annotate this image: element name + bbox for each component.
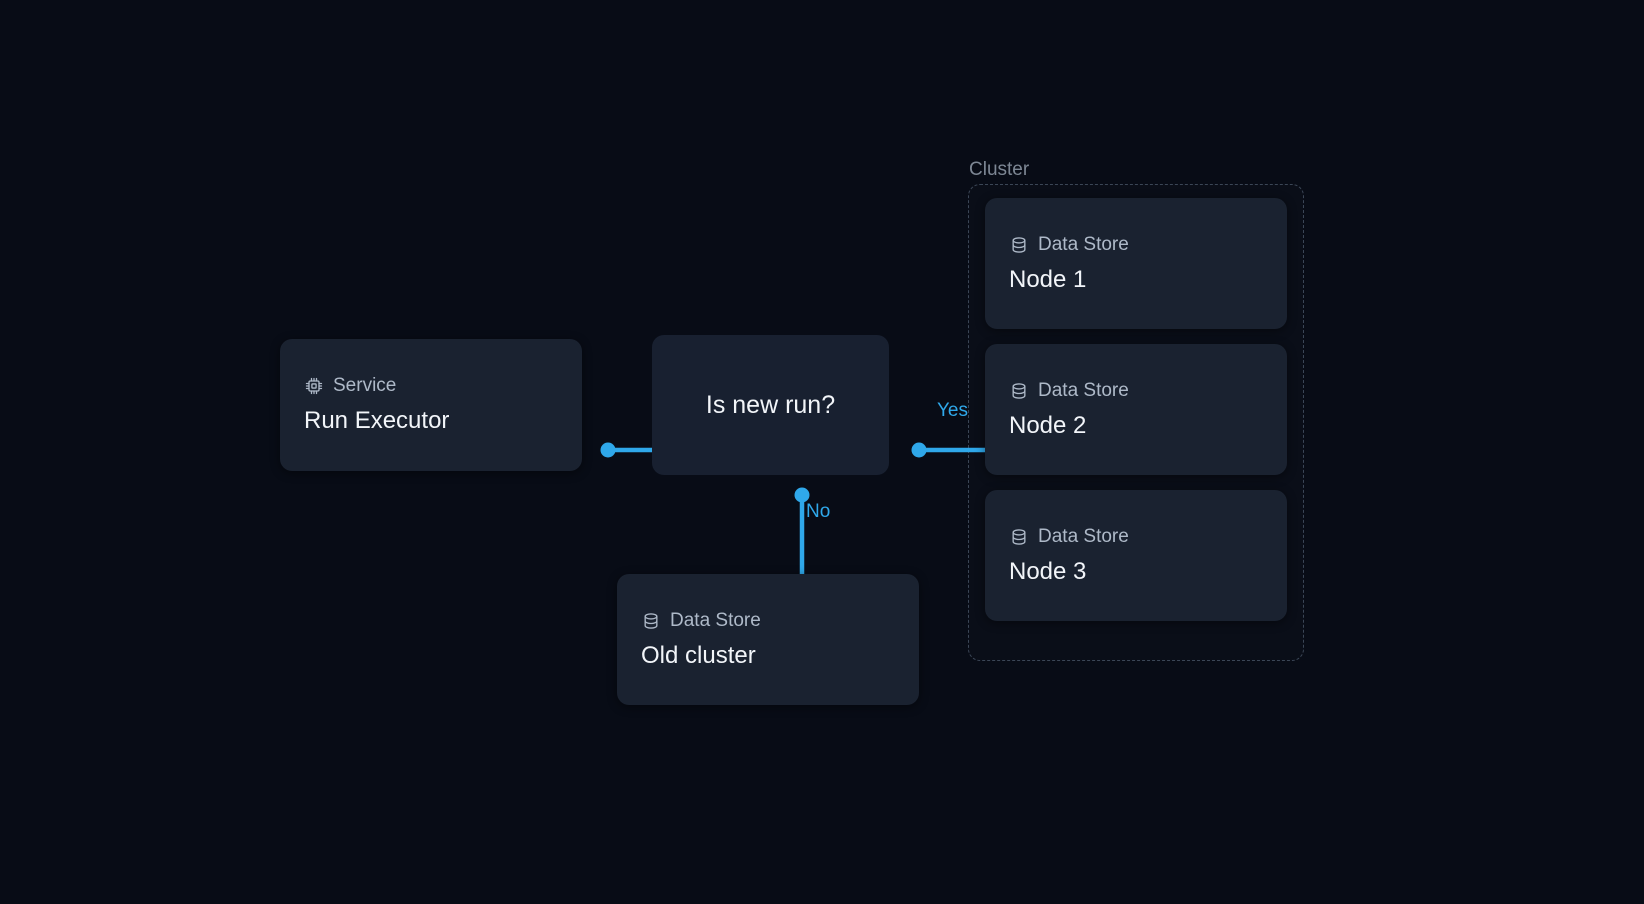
node-old-cluster[interactable]: Data Store Old cluster bbox=[617, 574, 919, 705]
cluster-group-label: Cluster bbox=[969, 159, 1030, 180]
node-kind-row: Data Store bbox=[1009, 234, 1263, 256]
node-title: Node 1 bbox=[1009, 265, 1087, 293]
cluster-group-box bbox=[968, 184, 1304, 661]
node-title: Run Executor bbox=[304, 407, 450, 434]
node-kind-row: Data Store bbox=[641, 610, 895, 632]
node-kind-row: Data Store bbox=[1009, 380, 1263, 402]
database-icon bbox=[1009, 235, 1029, 255]
node-is-new-run[interactable]: Is new run? bbox=[652, 335, 889, 475]
decision-title: Is new run? bbox=[705, 390, 836, 419]
node-node-1[interactable]: Data Store Node 1 bbox=[985, 198, 1287, 329]
database-icon bbox=[641, 611, 661, 631]
node-kind-label: Data Store bbox=[1038, 379, 1129, 401]
node-title: Node 2 bbox=[1009, 411, 1087, 439]
node-kind-label: Data Store bbox=[1038, 525, 1129, 547]
node-run-executor[interactable]: Service Run Executor bbox=[280, 339, 582, 471]
edge-label-yes: Yes bbox=[937, 400, 968, 421]
cpu-chip-icon bbox=[304, 376, 324, 396]
node-kind-row: Data Store bbox=[1009, 526, 1263, 548]
node-kind-row: Service bbox=[304, 375, 558, 397]
node-kind-label: Data Store bbox=[1038, 233, 1129, 255]
node-kind-label: Data Store bbox=[670, 609, 761, 631]
database-icon bbox=[1009, 527, 1029, 547]
node-node-2[interactable]: Data Store Node 2 bbox=[985, 344, 1287, 475]
node-node-3[interactable]: Data Store Node 3 bbox=[985, 490, 1287, 621]
node-title: Old cluster bbox=[641, 641, 756, 669]
node-title: Node 3 bbox=[1009, 557, 1087, 585]
edge-label-no: No bbox=[806, 501, 831, 522]
database-icon bbox=[1009, 381, 1029, 401]
node-kind-label: Service bbox=[333, 375, 397, 396]
